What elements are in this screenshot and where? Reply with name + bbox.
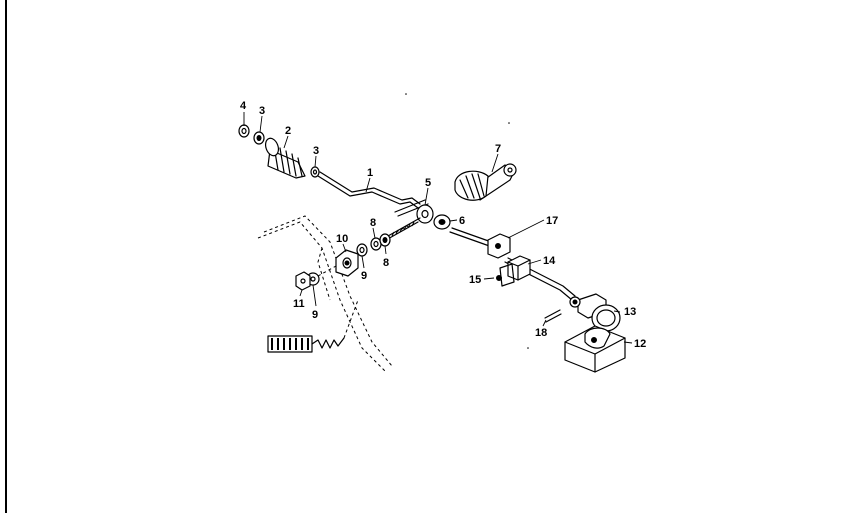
callout-8-lower: 8	[383, 257, 389, 269]
speck	[405, 93, 407, 95]
spring-bolt	[267, 299, 359, 353]
speck	[508, 122, 510, 124]
reservoir-block	[564, 325, 626, 373]
nut-10	[335, 249, 359, 277]
callout-13: 13	[624, 306, 636, 318]
brake-pedal	[454, 163, 517, 201]
washer-3-right	[310, 166, 320, 178]
washer-8-lower	[379, 233, 391, 247]
callout-18: 18	[535, 327, 547, 339]
callout-8-upper: 8	[370, 217, 376, 229]
master-cylinder	[569, 293, 621, 332]
callout-12: 12	[634, 338, 646, 350]
speck	[527, 347, 529, 349]
callout-14: 14	[543, 255, 556, 267]
callout-labels: 4 3 2 3 1 5 6 7 17 14 15 13 12 18 8 8 9 …	[240, 100, 646, 350]
callout-5: 5	[425, 177, 431, 189]
block-bracket	[499, 255, 531, 287]
callout-3-right: 3	[313, 145, 319, 157]
pivot-bushing	[416, 204, 434, 224]
callout-1: 1	[367, 167, 373, 179]
callout-15: 15	[469, 274, 481, 286]
clevis-bracket	[487, 233, 511, 259]
washer-3-left	[253, 131, 265, 145]
washer-9-upper	[356, 243, 368, 257]
callout-10: 10	[336, 233, 348, 245]
callout-4: 4	[240, 100, 247, 112]
callout-3-left: 3	[259, 105, 265, 117]
washer-6	[433, 214, 451, 230]
foot-peg-rubber	[264, 137, 306, 179]
nut-11	[295, 271, 311, 291]
callout-2: 2	[285, 125, 291, 137]
assembly-hint-lines	[317, 225, 409, 277]
callout-6: 6	[459, 215, 465, 227]
callout-7: 7	[495, 143, 501, 155]
washer-4	[238, 124, 250, 138]
pin-18	[544, 309, 562, 323]
callout-9-upper: 9	[361, 270, 367, 282]
callout-17: 17	[546, 215, 558, 227]
callout-9-lower: 9	[312, 309, 318, 321]
threaded-rod	[385, 217, 421, 241]
bolt-15	[496, 275, 502, 281]
callout-11: 11	[293, 298, 305, 310]
shift-lever-shaft	[317, 171, 429, 217]
leader-lines	[243, 112, 633, 344]
